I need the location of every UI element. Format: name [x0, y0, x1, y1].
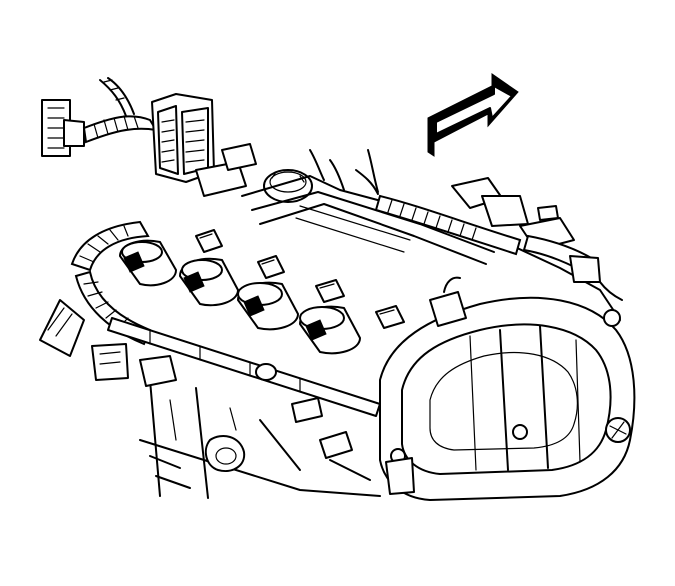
injector-connector-3	[315, 279, 345, 303]
ignition-coil-4	[299, 305, 361, 355]
fuel-rail	[107, 317, 381, 417]
ignition-coil-3	[237, 281, 299, 331]
relay-block	[151, 93, 257, 197]
manifold-sensor-connector	[429, 276, 467, 327]
right-harness	[374, 177, 623, 301]
injector-connector-2	[257, 255, 285, 279]
left-harness-connector	[41, 99, 85, 157]
ignition-coil-1	[119, 239, 177, 287]
ignition-coil-2	[179, 257, 239, 307]
upper-wiring-harness	[82, 77, 158, 144]
engine-block-lower	[91, 343, 381, 499]
forward-arrow-icon	[427, 73, 519, 157]
injector-connector-1	[195, 229, 223, 253]
injector-connector-4	[375, 305, 405, 329]
oil-filler-cap	[263, 169, 313, 203]
intake-manifold	[379, 296, 636, 501]
